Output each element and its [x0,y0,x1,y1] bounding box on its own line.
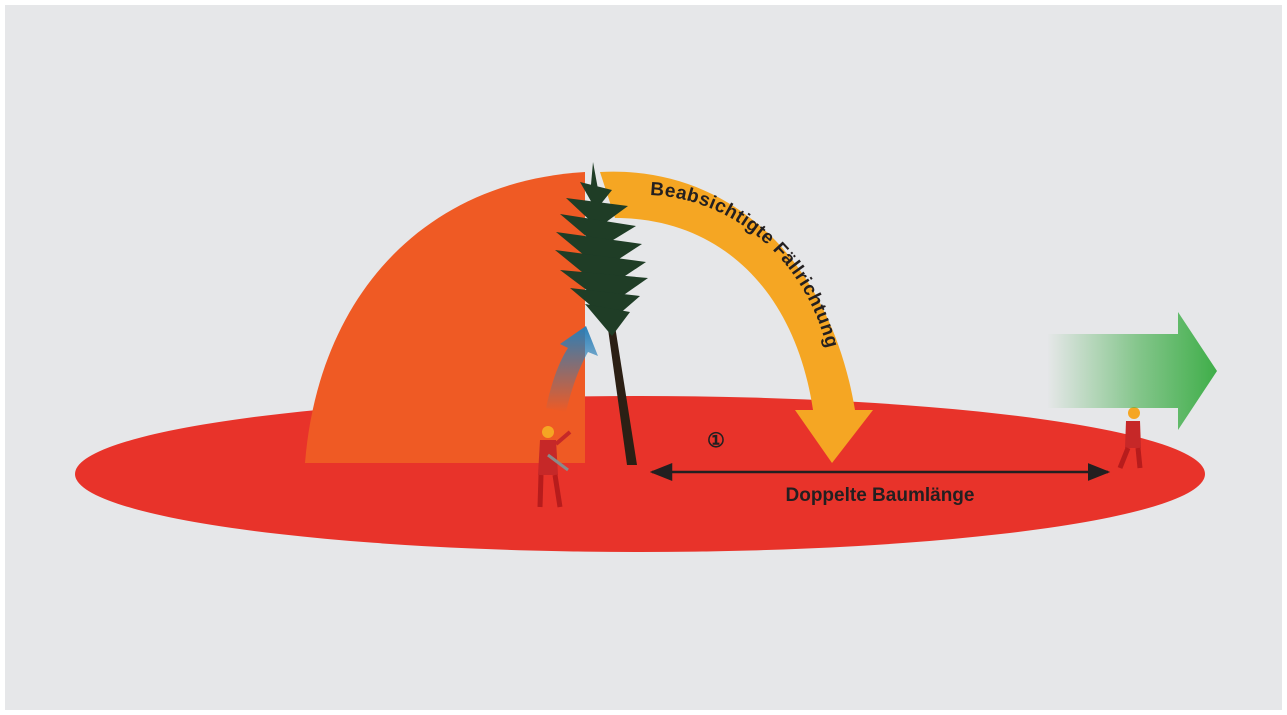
fall-direction-arrow [600,171,873,463]
retreat-arrow-icon [546,326,598,412]
tree-icon [555,162,648,465]
distance-label: Doppelte Baumlänge [786,485,975,506]
tree-height-dome [305,172,585,463]
observer-person-icon [1117,407,1143,469]
feller-person-icon [537,426,572,508]
zone-marker: ① [707,430,725,452]
danger-zone-ellipse [75,396,1205,552]
escape-arrow-icon [1047,312,1217,430]
